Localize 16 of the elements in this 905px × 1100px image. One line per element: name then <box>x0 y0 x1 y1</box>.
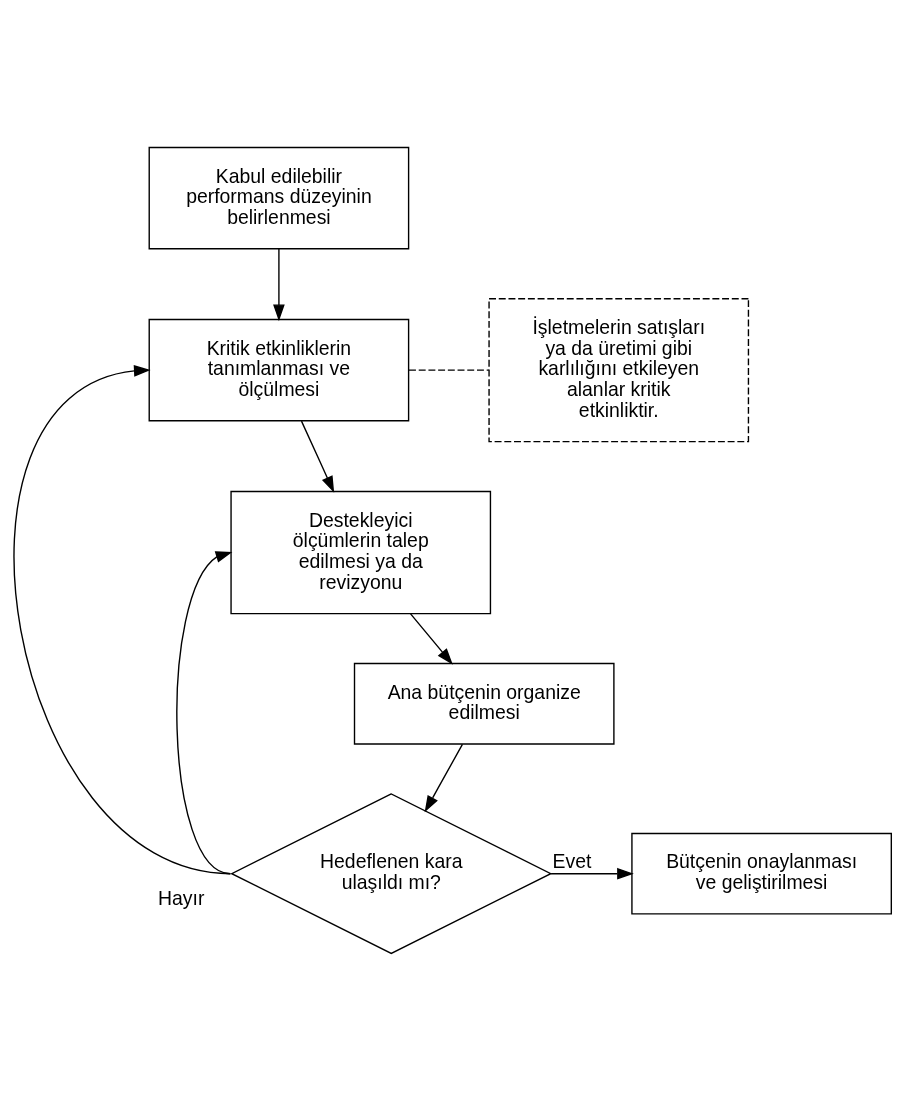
arrow <box>424 743 464 812</box>
arrow <box>409 612 453 665</box>
arrow <box>300 419 335 493</box>
arrow <box>176 550 233 874</box>
node-box: Kritik etkinliklerin tanımlanması ve ölçülmesi <box>148 318 410 421</box>
node-box: İşletmelerin satışları ya da üretimi gibi karlılığını etkileyen alanlar kritik etkinliktir. <box>488 297 750 442</box>
connector <box>408 369 490 371</box>
arrow <box>13 364 232 874</box>
node-box: Destekleyici ölçümlerin talep edilmesi ya da revizyonu <box>230 490 492 614</box>
node-box: Kabul edilebilir performans düzeyinin belirlenmesi <box>148 146 410 249</box>
node-box: Ana bütçenin organize edilmesi <box>353 662 615 745</box>
arrow <box>273 247 285 321</box>
node-box: Bütçenin onaylanması ve geliştirilmesi <box>631 832 892 915</box>
arrow <box>550 867 634 880</box>
edge-label: Hayır <box>158 886 205 909</box>
edge-label: Evet <box>552 849 592 872</box>
